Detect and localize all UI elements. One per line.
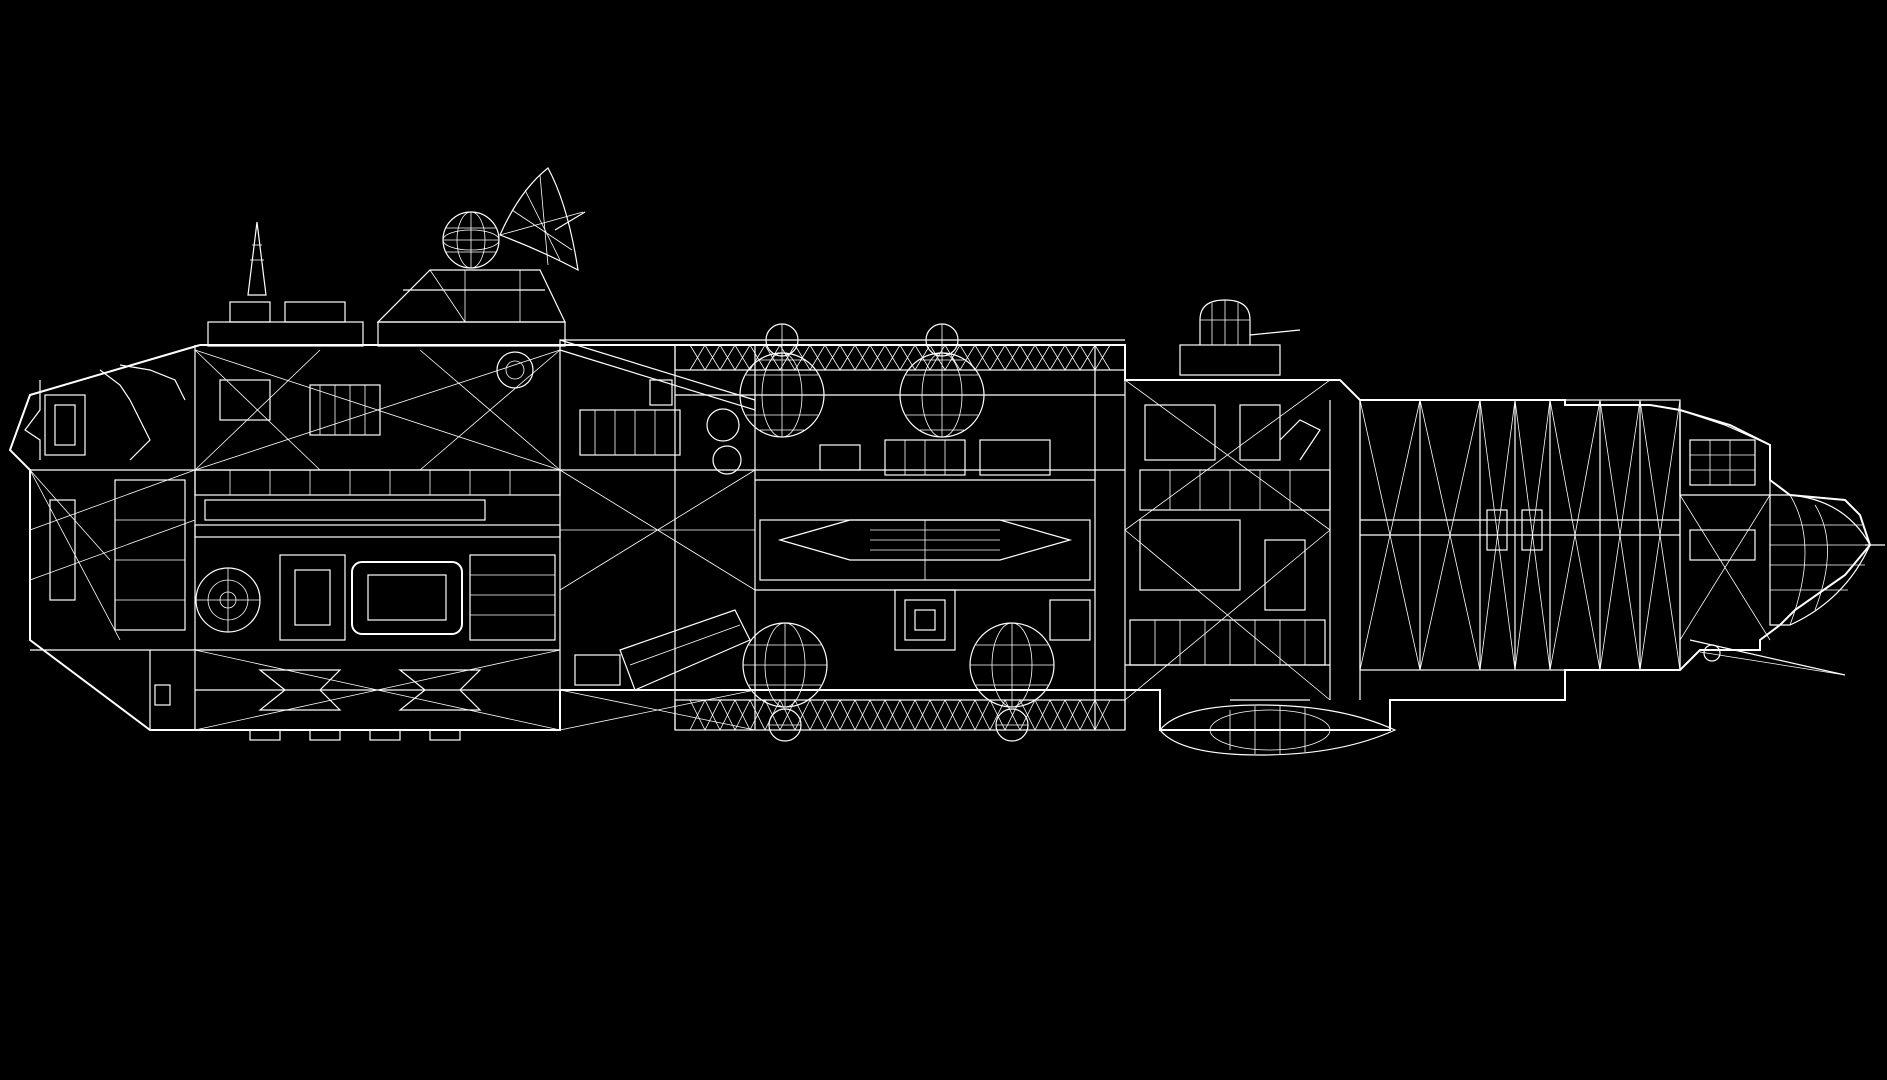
- radar-dish: [499, 167, 586, 272]
- ventral-pod: [1159, 699, 1397, 756]
- upper-sphere-left: [739, 323, 825, 438]
- reactor-sphere: [195, 567, 261, 633]
- bow-section: [24, 364, 196, 706]
- dorsal-dome: [1179, 299, 1301, 376]
- dorsal-superstructure: [207, 167, 586, 347]
- radar-dome: [442, 211, 500, 269]
- sphere-tank-module: [674, 323, 1126, 742]
- ventral-skids: [249, 729, 461, 741]
- nose-cone-section: [1679, 409, 1885, 676]
- upper-sphere-right: [899, 323, 985, 438]
- forward-cabin-section: [194, 349, 561, 731]
- cargo-truss-section: [1359, 399, 1681, 671]
- observation-deck: [376, 269, 566, 323]
- diagonal-bay-section: [559, 339, 756, 731]
- cockpit-dome: [1769, 494, 1885, 626]
- lower-sphere-left: [742, 622, 828, 742]
- aft-cabin-section: [1124, 299, 1397, 756]
- antenna-mast: [247, 221, 267, 296]
- lower-sphere-right: [969, 622, 1055, 742]
